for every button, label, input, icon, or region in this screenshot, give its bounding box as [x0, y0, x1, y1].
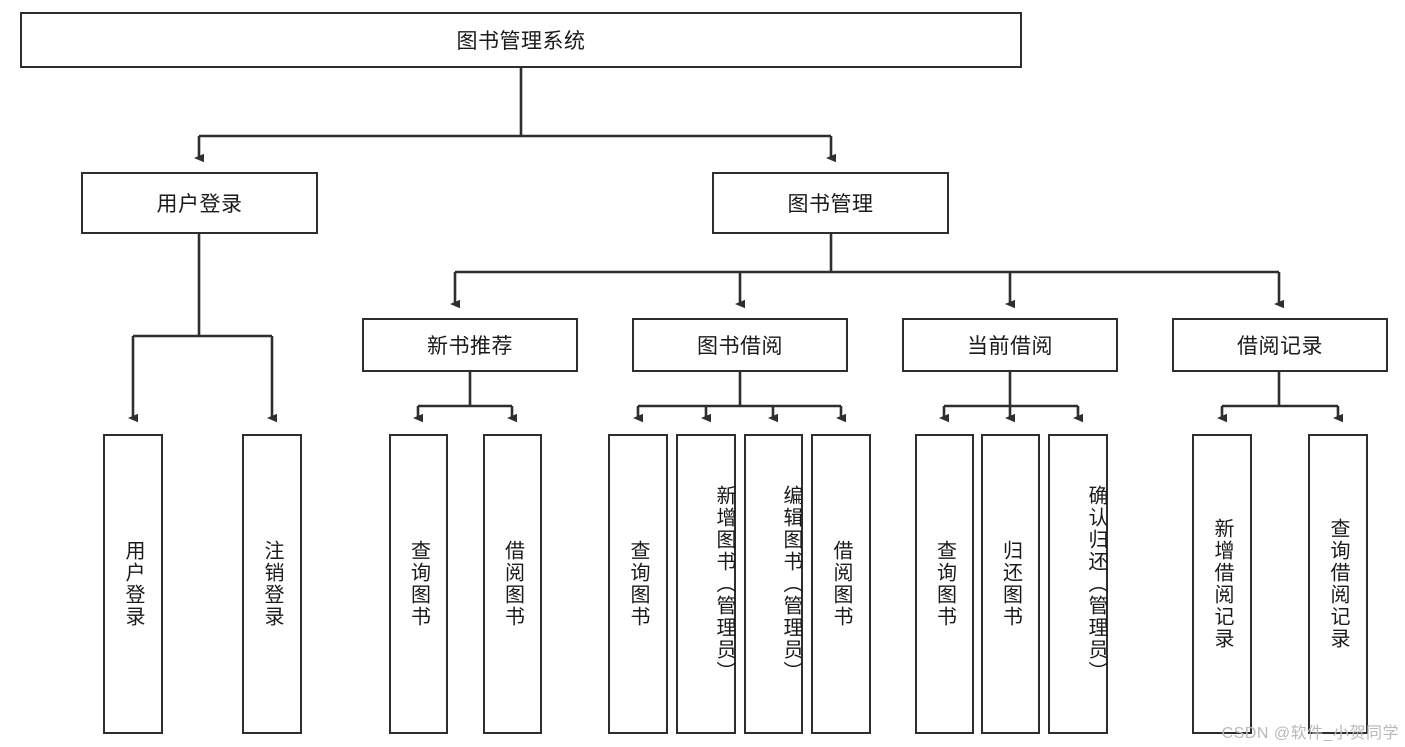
- node-book-borrow[interactable]: 图书借阅: [632, 318, 848, 372]
- leaf-query-book-2-label: 查询图书: [627, 540, 649, 628]
- leaf-confirm-return[interactable]: 确认归还（管理员）: [1048, 434, 1108, 734]
- node-borrow-record[interactable]: 借阅记录: [1172, 318, 1388, 372]
- leaf-confirm-return-label: 确认归还（管理员）: [1085, 485, 1107, 683]
- leaf-edit-book-label: 编辑图书（管理员）: [780, 485, 802, 683]
- leaf-borrow-book-1[interactable]: 借阅图书: [483, 434, 542, 734]
- node-book-management-label: 图书管理: [787, 193, 874, 216]
- leaf-borrow-book-2-label: 借阅图书: [830, 540, 852, 628]
- node-user-login[interactable]: 用户登录: [81, 172, 318, 234]
- leaf-user-login[interactable]: 用户登录: [103, 434, 163, 734]
- node-current-borrow[interactable]: 当前借阅: [902, 318, 1118, 372]
- watermark-text: CSDN @软件_小贺同学: [1221, 725, 1399, 742]
- leaf-borrow-book-1-label: 借阅图书: [501, 540, 524, 628]
- leaf-add-record[interactable]: 新增借阅记录: [1192, 434, 1252, 734]
- leaf-return-book-label: 归还图书: [999, 540, 1022, 628]
- node-borrow-record-label: 借阅记录: [1237, 335, 1323, 358]
- leaf-query-book-2[interactable]: 查询图书: [608, 434, 668, 734]
- node-new-book-recommend[interactable]: 新书推荐: [362, 318, 578, 372]
- node-book-management[interactable]: 图书管理: [712, 172, 949, 234]
- node-root-label: 图书管理系统: [456, 30, 586, 53]
- leaf-query-book-3-label: 查询图书: [933, 540, 956, 628]
- leaf-query-record-label: 查询借阅记录: [1327, 518, 1349, 650]
- leaf-user-logout[interactable]: 注销登录: [242, 434, 302, 734]
- node-root[interactable]: 图书管理系统: [20, 12, 1022, 68]
- leaf-edit-book[interactable]: 编辑图书（管理员）: [744, 434, 803, 734]
- leaf-add-book-label: 新增图书（管理员）: [713, 485, 735, 683]
- leaf-query-record[interactable]: 查询借阅记录: [1308, 434, 1368, 734]
- leaf-query-book-3[interactable]: 查询图书: [915, 434, 974, 734]
- leaf-add-record-label: 新增借阅记录: [1211, 518, 1233, 650]
- node-current-borrow-label: 当前借阅: [967, 335, 1053, 358]
- node-user-login-label: 用户登录: [156, 193, 243, 216]
- leaf-borrow-book-2[interactable]: 借阅图书: [811, 434, 871, 734]
- leaf-user-logout-label: 注销登录: [261, 540, 283, 628]
- node-new-book-recommend-label: 新书推荐: [427, 335, 513, 358]
- leaf-user-login-label: 用户登录: [122, 540, 144, 628]
- node-book-borrow-label: 图书借阅: [697, 335, 783, 358]
- leaf-query-book-1[interactable]: 查询图书: [389, 434, 448, 734]
- leaf-query-book-1-label: 查询图书: [407, 540, 430, 628]
- leaf-return-book[interactable]: 归还图书: [981, 434, 1040, 734]
- leaf-add-book[interactable]: 新增图书（管理员）: [676, 434, 736, 734]
